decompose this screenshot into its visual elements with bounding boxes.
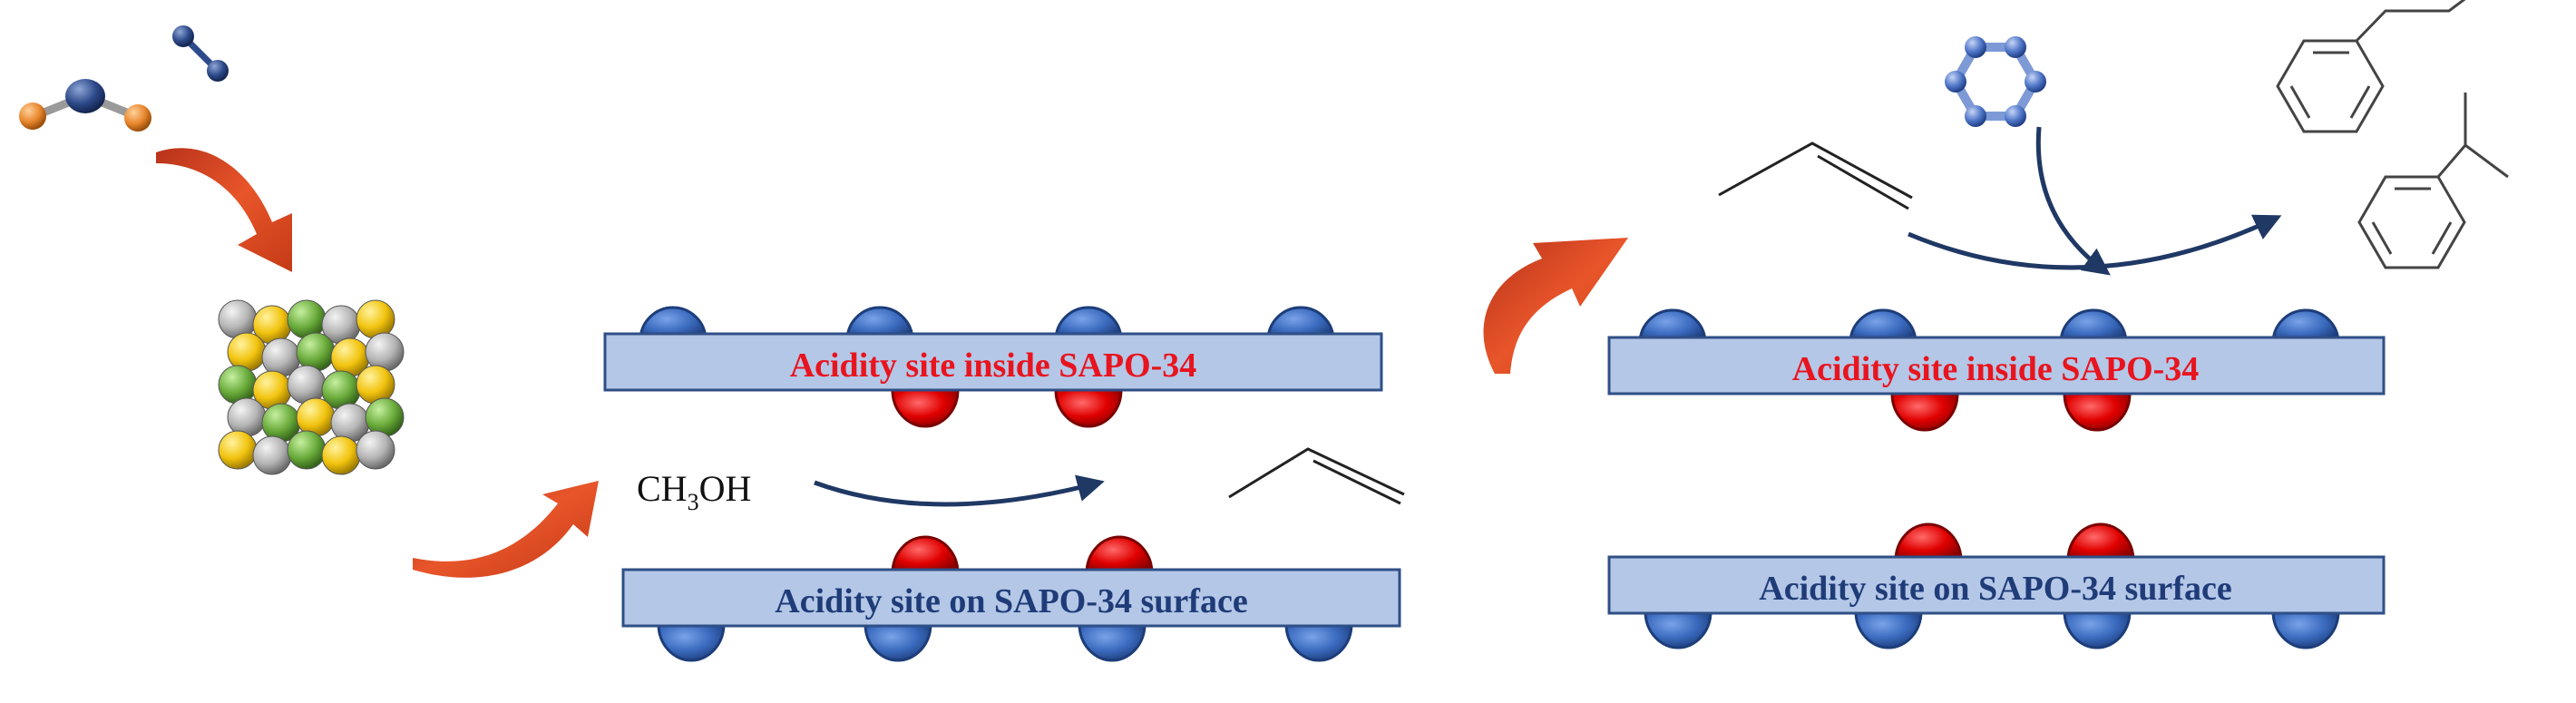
bar-label-surface: Acidity site on SAPO-34 surface xyxy=(1759,570,2231,608)
catalyst-atom xyxy=(227,397,267,437)
catalyst-atom xyxy=(252,435,292,475)
catalyst-atom xyxy=(218,365,258,405)
catalyst-atom xyxy=(296,397,336,437)
dumbbell-molecule-icon xyxy=(172,25,229,82)
acid-site-bar-surface: Acidity site on SAPO-34 surface xyxy=(621,568,1401,628)
acid-site-row-red xyxy=(891,535,1154,575)
catalyst-crystal-icon xyxy=(218,299,405,475)
acid-site-row-blue xyxy=(1638,308,2340,345)
catalyst-atom xyxy=(287,299,327,339)
bar-label-inside: Acidity site inside SAPO-34 xyxy=(1792,350,2200,388)
catalyst-atom xyxy=(227,332,267,372)
catalyst-atom xyxy=(321,435,361,475)
acid-site-bar-surface: Acidity site on SAPO-34 surface xyxy=(1607,555,2386,615)
propylbenzene-skeletal-icon xyxy=(2276,0,2466,133)
alkylation-arrow xyxy=(1908,214,2282,270)
curved-arrow-icon xyxy=(1483,238,1628,374)
reaction-arrow xyxy=(814,474,1105,507)
benzene-down-arrow xyxy=(2035,126,2111,276)
catalyst-atom xyxy=(218,430,258,470)
acid-site-row-red xyxy=(891,388,1123,428)
propylene-skeletal-icon xyxy=(1718,142,1913,210)
catalyst-atom xyxy=(218,299,258,339)
catalyst-atom xyxy=(356,299,395,339)
catalyst-atom xyxy=(356,430,395,470)
bar-label-surface: Acidity site on SAPO-34 surface xyxy=(775,582,1247,620)
propylene-skeletal-icon xyxy=(1228,447,1405,505)
catalyst-atom xyxy=(365,397,405,437)
acid-site-row-red xyxy=(1894,522,2135,562)
acid-site-row-blue xyxy=(639,306,1335,342)
acid-site-row-red xyxy=(1890,392,2132,432)
acid-site-row-blue xyxy=(657,622,1353,662)
acid-site-bar-inside: Acidity site inside SAPO-34 xyxy=(1607,336,2386,395)
benzene-ball-stick-icon xyxy=(1945,36,2046,127)
bar-label-inside: Acidity site inside SAPO-34 xyxy=(790,347,1197,385)
acid-site-bar-inside: Acidity site inside SAPO-34 xyxy=(603,332,1383,392)
methanol-formula: CH3OH xyxy=(637,468,751,515)
curved-arrow-icon xyxy=(413,481,599,578)
catalyst-atom xyxy=(356,365,395,405)
curved-arrow-icon xyxy=(156,148,292,272)
acid-site-row-blue xyxy=(1644,610,2340,649)
molecule-icon xyxy=(19,79,151,132)
cumene-skeletal-icon xyxy=(2357,93,2509,269)
catalyst-atom xyxy=(365,332,405,372)
catalyst-atom xyxy=(287,365,327,405)
catalyst-atom xyxy=(287,430,327,470)
catalyst-atom xyxy=(296,332,336,372)
